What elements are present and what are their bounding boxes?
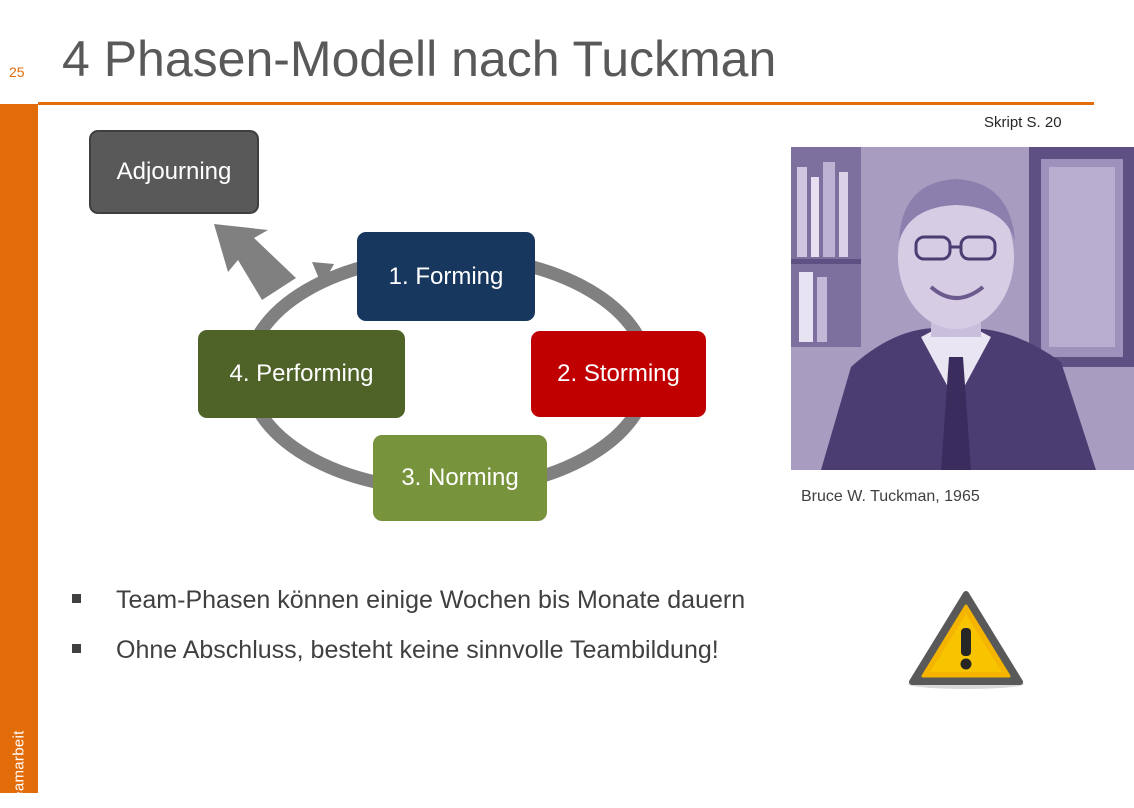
phase-forming-label: 1. Forming [388,262,504,290]
bullet-item: Team-Phasen können einige Wochen bis Mon… [68,580,745,630]
phase-adjourning-label: Adjourning [116,158,232,185]
bullet-text: Ohne Abschluss, besteht keine sinnvolle … [116,636,719,664]
exit-arrow [214,224,296,300]
square-bullet-icon [72,644,81,653]
phase-forming-box: 1. Forming [357,232,535,321]
warning-icon [906,590,1026,690]
phase-performing-label: 4. Performing [229,360,374,387]
slide-title: 4 Phasen-Modell nach Tuckman [62,31,777,87]
phase-storming-label: 2. Storming [557,360,680,387]
bullet-list: Team-Phasen können einige Wochen bis Mon… [68,580,745,680]
bullet-text: Team-Phasen können einige Wochen bis Mon… [116,586,746,614]
phase-adjourning-box: Adjourning [89,130,259,214]
sidebar-accent-bar: Teamarbeit [0,104,38,808]
phase-performing-box: 4. Performing [198,330,405,418]
title-divider [38,102,1094,105]
phase-norming-label: 3. Norming [401,464,519,491]
bullet-item: Ohne Abschluss, besteht keine sinnvolle … [68,630,745,680]
script-reference: Skript S. 20 [984,114,1062,131]
photo-caption: Bruce W. Tuckman, 1965 [801,488,980,505]
tuckman-portrait-photo [791,147,1134,470]
cycle-arrowhead [312,262,334,286]
phase-storming-box: 2. Storming [531,331,706,417]
phase-norming-box: 3. Norming [373,435,547,521]
square-bullet-icon [72,594,81,603]
page-number: 25 [9,64,25,80]
portrait-illustration [791,147,1134,470]
